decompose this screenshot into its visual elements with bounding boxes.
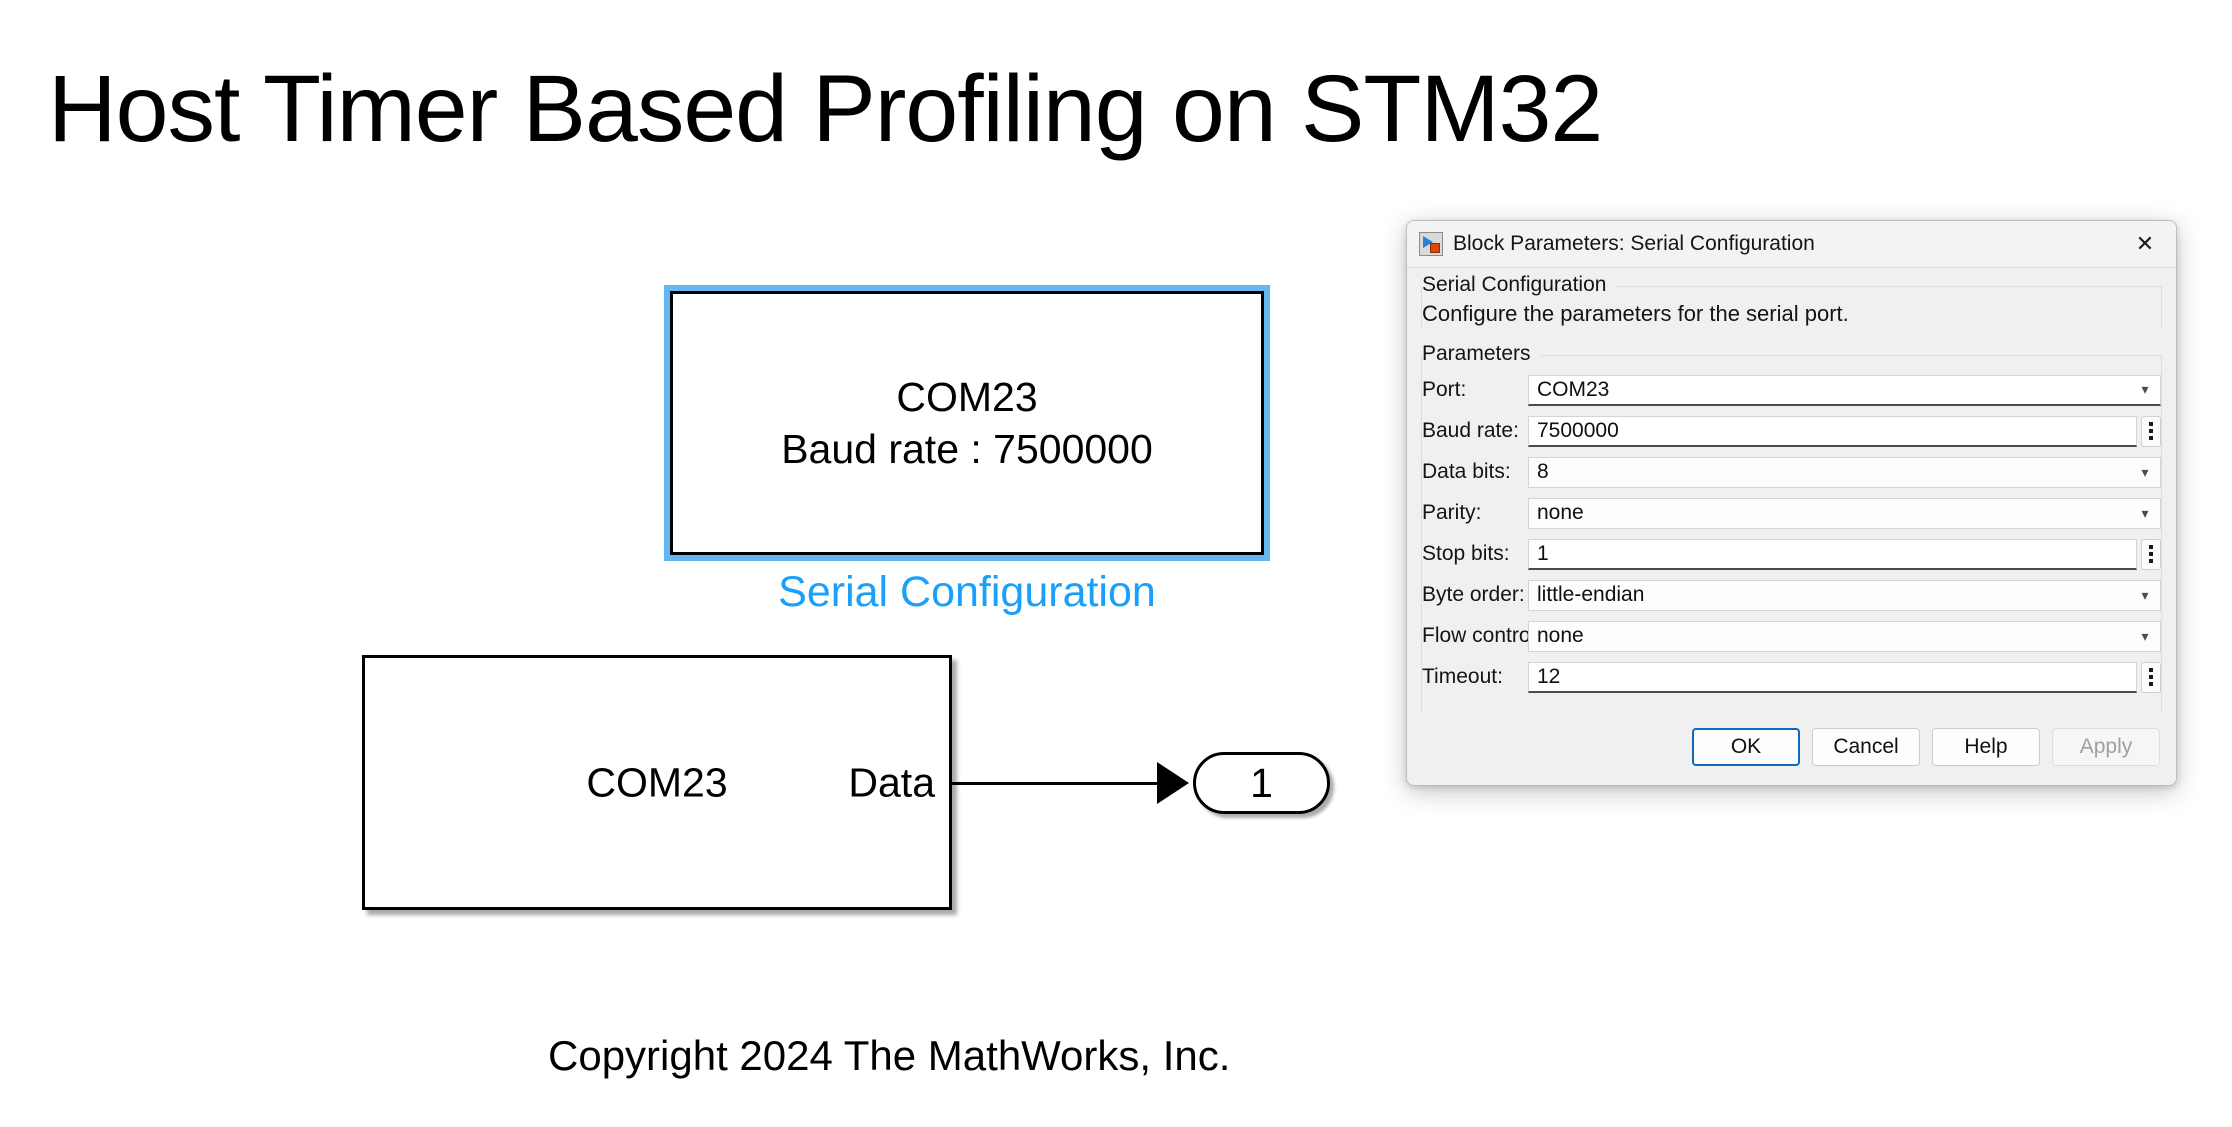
serial-receive-block[interactable]: COM23 Data (362, 655, 952, 910)
close-icon[interactable]: ✕ (2135, 230, 2155, 256)
cancel-button[interactable]: Cancel (1812, 728, 1920, 766)
help-button[interactable]: Help (1932, 728, 2040, 766)
param-row-stop-bits: Stop bits: 1 (1422, 536, 2161, 572)
parity-combobox-value: none (1537, 501, 1584, 524)
apply-button: Apply (2052, 728, 2160, 766)
port-combobox-value: COM23 (1537, 377, 1610, 401)
flow-control-combobox-value: none (1537, 624, 1584, 647)
param-label-data-bits: Data bits: (1422, 460, 1511, 483)
signal-arrow-icon (1157, 762, 1189, 804)
parameters-group-legend: Parameters (1422, 342, 1541, 366)
stop-bits-more-icon[interactable] (2141, 538, 2161, 570)
data-bits-combobox[interactable]: 8 ▾ (1528, 456, 2161, 488)
baud-rate-more-icon[interactable] (2141, 415, 2161, 447)
serial-config-port-line: COM23 (896, 373, 1038, 420)
page-title: Host Timer Based Profiling on STM32 (48, 56, 1603, 162)
dialog-body: Serial Configuration Configure the param… (1407, 273, 2176, 712)
description-group: Serial Configuration Configure the param… (1421, 273, 2162, 329)
chevron-down-icon[interactable]: ▾ (2141, 504, 2149, 521)
chevron-down-icon[interactable]: ▾ (2141, 463, 2149, 480)
simulink-block-icon-square (1430, 243, 1440, 253)
param-row-data-bits: Data bits: 8 ▾ (1422, 454, 2161, 490)
description-group-legend: Serial Configuration (1422, 273, 1617, 297)
stop-bits-input[interactable]: 1 (1528, 538, 2137, 570)
serial-receive-output-port-label: Data (848, 759, 935, 805)
timeout-input[interactable]: 12 (1528, 661, 2137, 693)
outport-block[interactable]: 1 (1193, 752, 1330, 814)
param-row-parity: Parity: none ▾ (1422, 495, 2161, 531)
simulink-model-canvas: COM23 Baud rate : 7500000 Serial Configu… (362, 291, 1330, 910)
param-label-byte-order: Byte order: (1422, 583, 1525, 606)
flow-control-combobox[interactable]: none ▾ (1528, 620, 2161, 652)
block-parameters-dialog: Block Parameters: Serial Configuration ✕… (1406, 220, 2177, 786)
dialog-button-bar: OK Cancel Help Apply (1407, 709, 2176, 785)
chevron-down-icon[interactable]: ▾ (2141, 381, 2149, 397)
serial-config-baud-line: Baud rate : 7500000 (781, 426, 1153, 472)
outport-number: 1 (1250, 759, 1273, 806)
description-text: Configure the parameters for the serial … (1422, 301, 1849, 326)
param-row-flow-control: Flow control: none ▾ (1422, 618, 2161, 654)
param-label-baud-rate: Baud rate: (1422, 419, 1519, 442)
param-row-port: Port: COM23 ▾ (1422, 372, 2161, 408)
simulink-block-icon-triangle (1423, 236, 1433, 248)
serial-configuration-block-label: Serial Configuration (778, 568, 1156, 616)
param-label-stop-bits: Stop bits: (1422, 542, 1510, 565)
dialog-title: Block Parameters: Serial Configuration (1453, 232, 1815, 255)
parameters-group: Parameters Port: COM23 ▾ Baud rate: 7500… (1421, 342, 2162, 712)
simulink-block-icon (1419, 232, 1443, 256)
signal-line[interactable] (952, 782, 1157, 785)
param-row-byte-order: Byte order: little-endian ▾ (1422, 577, 2161, 613)
timeout-more-icon[interactable] (2141, 661, 2161, 693)
byte-order-combobox[interactable]: little-endian ▾ (1528, 579, 2161, 611)
port-combobox[interactable]: COM23 ▾ (1528, 374, 2161, 406)
param-label-port: Port: (1422, 378, 1467, 401)
byte-order-combobox-value: little-endian (1537, 583, 1645, 606)
param-label-flow-control: Flow control: (1422, 624, 1542, 647)
serial-configuration-block-text: COM23 Baud rate : 7500000 (781, 371, 1153, 476)
serial-configuration-block[interactable]: COM23 Baud rate : 7500000 (670, 291, 1264, 555)
param-row-baud-rate: Baud rate: 7500000 (1422, 413, 2161, 449)
chevron-down-icon[interactable]: ▾ (2141, 586, 2149, 603)
ok-button[interactable]: OK (1692, 728, 1800, 766)
copyright-text: Copyright 2024 The MathWorks, Inc. (548, 1032, 1231, 1079)
param-row-timeout: Timeout: 12 (1422, 659, 2161, 695)
param-label-parity: Parity: (1422, 501, 1482, 524)
param-label-timeout: Timeout: (1422, 665, 1503, 688)
serial-receive-block-name: COM23 (586, 759, 728, 805)
dialog-titlebar[interactable]: Block Parameters: Serial Configuration ✕ (1407, 221, 2176, 268)
chevron-down-icon[interactable]: ▾ (2141, 627, 2149, 644)
parity-combobox[interactable]: none ▾ (1528, 497, 2161, 529)
baud-rate-input[interactable]: 7500000 (1528, 415, 2137, 447)
data-bits-combobox-value: 8 (1537, 460, 1549, 483)
